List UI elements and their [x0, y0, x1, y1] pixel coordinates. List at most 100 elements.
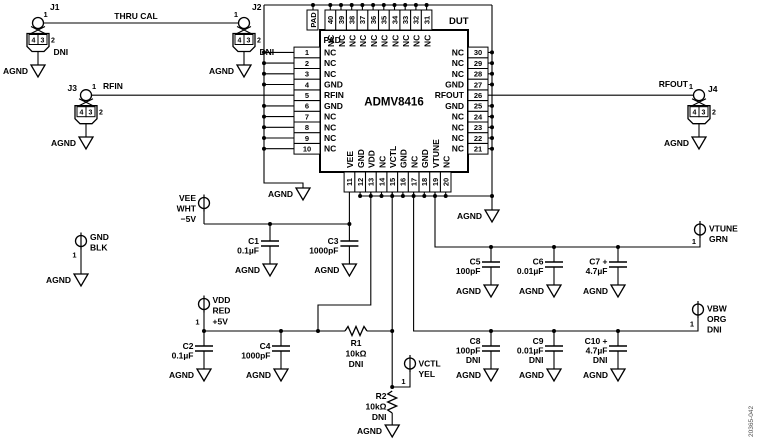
pin-num: 28 — [474, 70, 482, 79]
c10-ref: C10 + — [585, 336, 608, 346]
gnd-pin1: 1 — [72, 251, 76, 260]
j3-pin3: 3 — [89, 110, 93, 117]
c10-dni: DNI — [593, 355, 608, 365]
pin-label: NC — [390, 35, 400, 47]
pin-num: 27 — [474, 80, 482, 89]
c6-ref: C6 — [533, 257, 544, 267]
j2-pin2: 2 — [257, 38, 261, 45]
j3-pin2: 2 — [99, 110, 103, 117]
capacitor-c8: C8 100pF DNI AGND — [456, 336, 500, 382]
testpoint-vtune: VTUNE GRN 1 — [692, 220, 738, 246]
agnd-label: AGND — [457, 211, 482, 221]
vbw-ref: VBW — [707, 304, 728, 314]
agnd-label: AGND — [583, 370, 608, 380]
agnd-symbol — [262, 263, 278, 277]
j2-body — [232, 32, 256, 53]
pin-num: 13 — [367, 178, 376, 186]
agnd-symbol — [236, 64, 252, 78]
j1-cross — [30, 26, 46, 34]
ic-part-number: ADMV8416 — [364, 97, 423, 109]
vtune-ref: VTUNE — [709, 224, 738, 234]
cap-plates — [545, 345, 563, 352]
vdd-pin1: 1 — [195, 318, 199, 327]
pin-label: VDD — [367, 150, 377, 168]
r2-ref: R2 — [376, 391, 387, 401]
pin-num: 12 — [356, 178, 365, 186]
testpoint-vctl: VCTL YEL 1 — [401, 354, 441, 386]
pin-num: 18 — [420, 178, 429, 186]
r1-ref: R1 — [351, 338, 362, 348]
wire-left-ground-bus — [263, 5, 304, 188]
r1-dni: DNI — [349, 359, 364, 369]
pin-label: NC — [324, 133, 336, 143]
j1-center-pin — [31, 16, 45, 30]
vctl-color: YEL — [419, 369, 436, 379]
capacitor-c3: C3 1000pF AGND — [309, 236, 359, 277]
agnd-label: AGND — [246, 370, 271, 380]
testpoint-icon — [197, 193, 211, 213]
pin-num: 2 — [305, 59, 309, 68]
j4-pin1: 1 — [689, 82, 693, 91]
j2-center-pin — [237, 16, 251, 30]
j1-pin1: 1 — [44, 10, 48, 19]
testpoint-icon — [74, 231, 88, 251]
agnd-label: AGND — [583, 286, 608, 296]
rfin-net-label: RFIN — [103, 81, 123, 91]
pin-label: NC — [452, 58, 464, 68]
j3-body — [74, 105, 98, 125]
right-pin-stubs — [488, 51, 492, 150]
pin-num: 8 — [305, 123, 309, 132]
vee-color: WHT — [177, 204, 197, 214]
testpoint-icon — [197, 294, 211, 314]
c2-value: 0.1µF — [172, 351, 194, 361]
j1-body — [26, 32, 50, 53]
agnd-symbol — [341, 263, 358, 277]
j1-pin2: 2 — [51, 38, 55, 45]
pin-label: NC — [452, 144, 464, 154]
cap-plates — [609, 345, 627, 352]
j4-pin3: 3 — [702, 110, 706, 117]
pin-label: NC — [377, 156, 387, 168]
agnd-symbol — [295, 187, 311, 201]
pin-label: RFOUT — [435, 90, 465, 100]
pin-label: GND — [356, 149, 366, 168]
agnd-label: AGND — [519, 286, 544, 296]
testpoint-vdd: VDD RED +5V 1 — [195, 294, 230, 327]
pin-label: NC — [337, 35, 347, 47]
pin-label: NC — [324, 69, 336, 79]
pin-num: 14 — [377, 177, 386, 186]
rfout-net-label: RFOUT — [659, 79, 689, 89]
pin-num: 37 — [358, 16, 367, 24]
cap-plates — [482, 261, 500, 268]
pin-label: GND — [445, 101, 464, 111]
testpoint-icon — [403, 354, 417, 373]
pin-label: NC — [324, 47, 336, 57]
testpoint-icon — [693, 220, 707, 239]
vtune-pin1: 1 — [692, 237, 696, 246]
vee-ref: VEE — [179, 193, 196, 203]
agnd-label: AGND — [314, 265, 339, 275]
testpoint-vee: VEE WHT −5V — [177, 193, 211, 224]
cap-plates — [195, 345, 213, 352]
pin-num: PAD — [309, 12, 318, 28]
pin-num: 34 — [390, 15, 399, 24]
vee-voltage: −5V — [181, 214, 197, 224]
c6-value: 0.01µF — [517, 266, 544, 276]
r2-zigzag — [386, 390, 399, 414]
agnd-label: AGND — [519, 370, 544, 380]
agnd-label: AGND — [268, 189, 293, 199]
agnd-label: AGND — [357, 426, 382, 436]
capacitor-c6: C6 0.01µF AGND — [517, 257, 563, 298]
vbw-dni: DNI — [707, 325, 722, 335]
pin-num: 32 — [412, 16, 421, 24]
pin-num: 35 — [380, 16, 389, 24]
testpoint-icon — [691, 300, 705, 319]
j3-cross — [78, 98, 94, 107]
c4-value: 1000pF — [241, 351, 270, 361]
j4-body — [687, 105, 711, 125]
thru-cal-net-label: THRU CAL — [114, 11, 157, 21]
ic-left-pins: 1 2 3 4 5 6 7 8 9 10 NC NC NC GND RFIN G… — [303, 47, 344, 153]
pin-label: NC — [324, 122, 336, 132]
